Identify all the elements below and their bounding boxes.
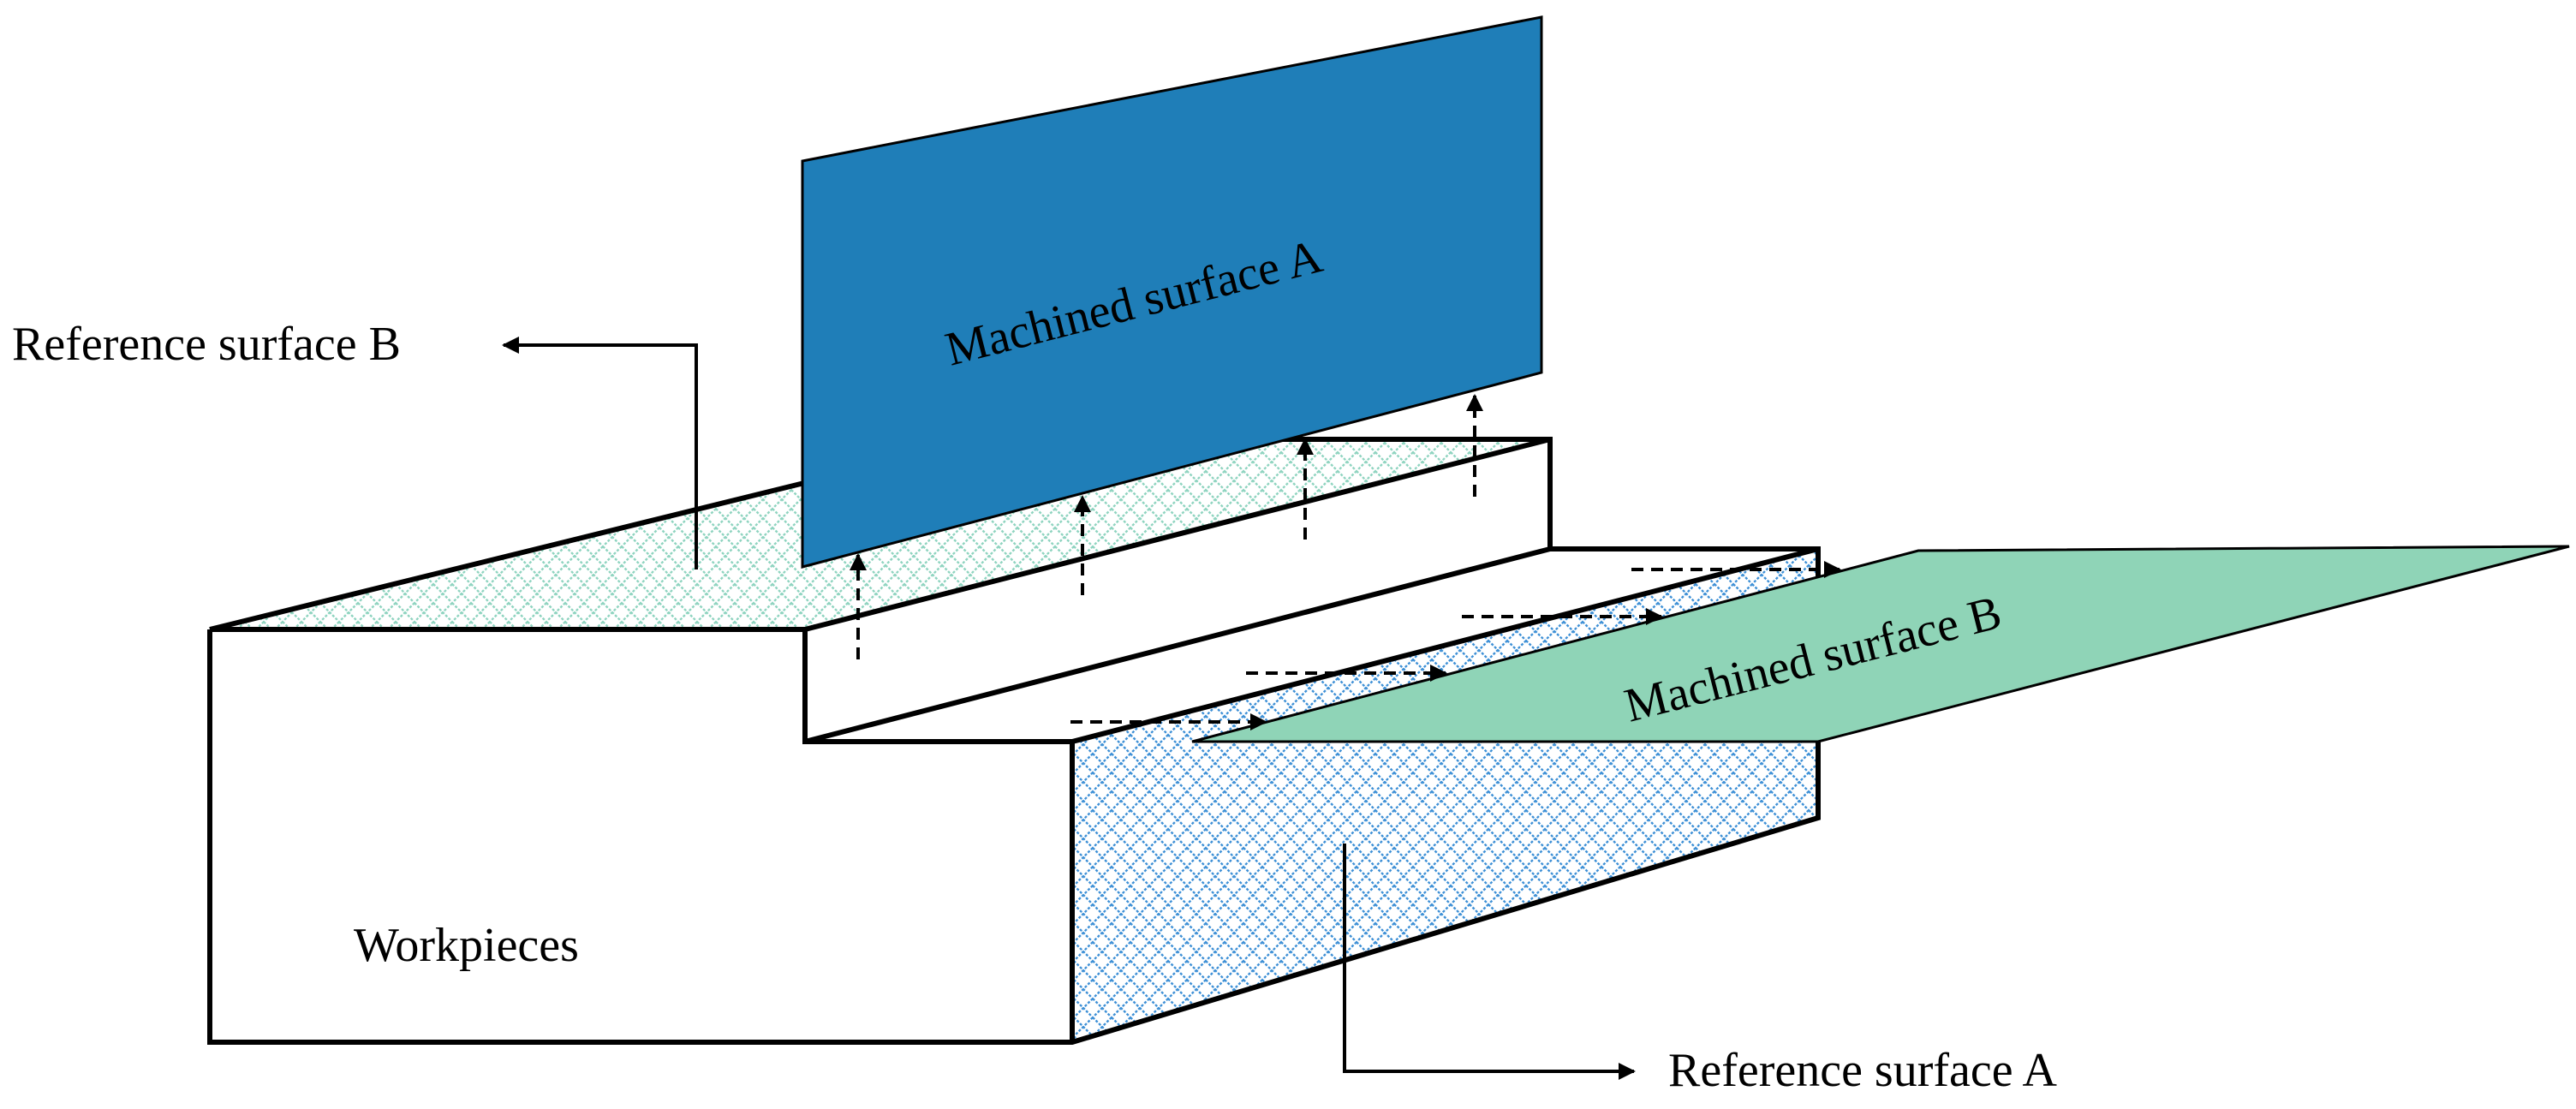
reference-surface-a-leader [1343,844,1636,1080]
projection-arrows-vertical [850,394,1483,659]
step-edge-upper [804,437,1551,632]
step-edge-floor [1071,546,1819,744]
reference-surface-a-label: Reference surface A [1668,1044,2057,1097]
projection-arrows-horizontal [1070,561,1841,730]
step-floor-face [805,549,1818,742]
reference-surface-b-leader [502,337,698,569]
step-riser-face [805,439,1550,742]
step-edge-lower [804,546,1551,744]
machined-surface-a-plane [801,15,1543,569]
machined-surface-b-plane [1191,545,2570,743]
workpiece-front-face [210,629,1072,1042]
workpiece [207,437,1821,1045]
workpieces-label: Workpieces [354,919,579,972]
reference-surface-b-label: Reference surface B [12,318,401,371]
